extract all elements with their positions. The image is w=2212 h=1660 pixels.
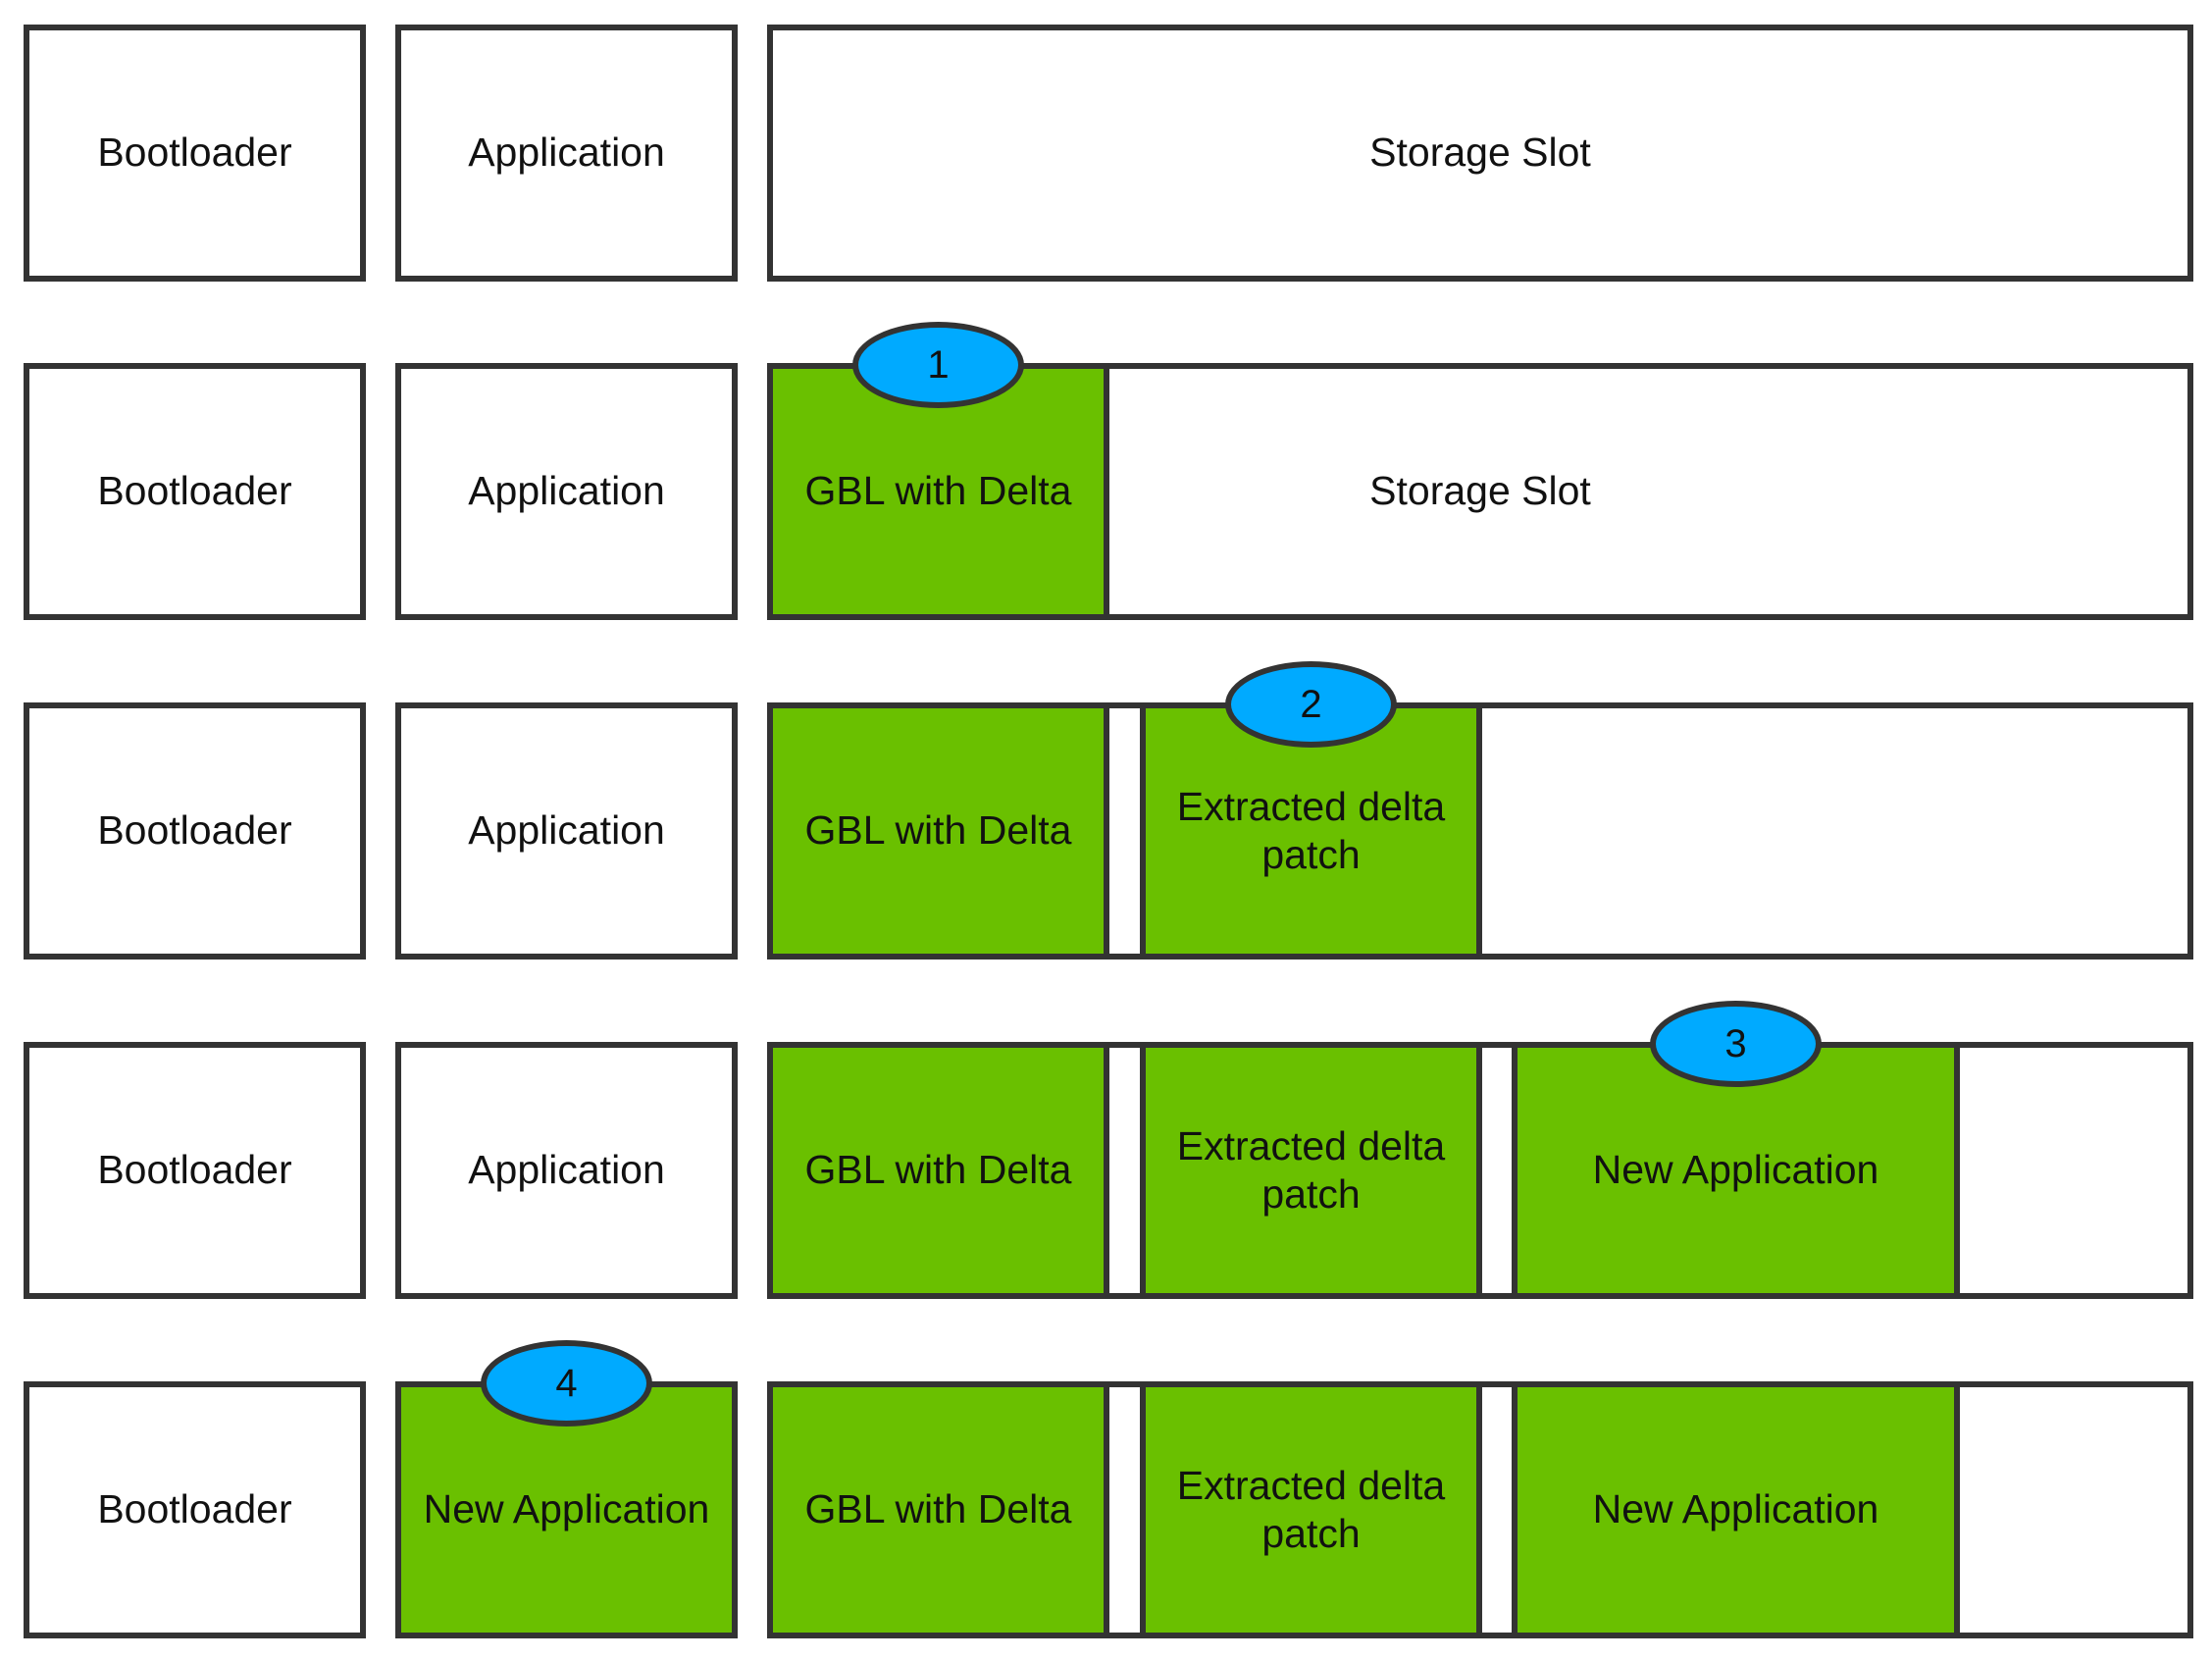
step-1-number: 1: [927, 342, 950, 387]
row4-extracted-delta-patch-block: Extracted delta patch: [1140, 1042, 1482, 1299]
row4-bootloader-block: Bootloader: [24, 1042, 366, 1299]
row5-gbl-with-delta-label: GBL with Delta: [804, 1486, 1072, 1532]
step-2-number: 2: [1300, 682, 1322, 726]
row5-bootloader-label: Bootloader: [97, 1486, 292, 1532]
row1-bootloader-block: Bootloader: [24, 25, 366, 282]
row5-new-application-label: New Application: [423, 1486, 710, 1532]
row2-application-label: Application: [468, 468, 665, 514]
row2-bootloader-label: Bootloader: [97, 468, 292, 514]
row1-bootloader-label: Bootloader: [97, 130, 292, 176]
row3-application-label: Application: [468, 807, 665, 854]
row4-application-block: Application: [395, 1042, 738, 1299]
row1-storage-slot-block: Storage Slot: [767, 25, 2193, 282]
row2-bootloader-block: Bootloader: [24, 363, 366, 620]
row3-gbl-with-delta-label: GBL with Delta: [804, 807, 1072, 854]
row3-bootloader-block: Bootloader: [24, 702, 366, 960]
row4-gbl-with-delta-label: GBL with Delta: [804, 1147, 1072, 1193]
row2-storage-slot-label: Storage Slot: [1369, 468, 1591, 514]
row3-bootloader-label: Bootloader: [97, 807, 292, 854]
row5-extracted-delta-patch-label: Extracted delta patch: [1176, 1462, 1446, 1556]
step-4-badge: 4: [481, 1340, 652, 1427]
row4-bootloader-label: Bootloader: [97, 1147, 292, 1193]
row5-new-application-slot-label: New Application: [1592, 1486, 1879, 1532]
row5-bootloader-block: Bootloader: [24, 1381, 366, 1638]
step-2-badge: 2: [1225, 661, 1397, 748]
row4-new-application-label: New Application: [1592, 1147, 1879, 1193]
row1-application-label: Application: [468, 130, 665, 176]
row1-storage-slot-label: Storage Slot: [1369, 130, 1591, 176]
row2-application-block: Application: [395, 363, 738, 620]
row3-application-block: Application: [395, 702, 738, 960]
row3-gbl-with-delta-block: GBL with Delta: [767, 702, 1109, 960]
row5-gbl-with-delta-block: GBL with Delta: [767, 1381, 1109, 1638]
step-3-number: 3: [1724, 1021, 1747, 1065]
row4-extracted-delta-patch-label: Extracted delta patch: [1176, 1122, 1446, 1217]
row4-gbl-with-delta-block: GBL with Delta: [767, 1042, 1109, 1299]
step-3-badge: 3: [1650, 1001, 1822, 1087]
row2-gbl-with-delta-label: GBL with Delta: [804, 468, 1072, 514]
row5-extracted-delta-patch-block: Extracted delta patch: [1140, 1381, 1482, 1638]
row3-extracted-delta-patch-label: Extracted delta patch: [1176, 783, 1446, 877]
row4-application-label: Application: [468, 1147, 665, 1193]
step-4-number: 4: [555, 1361, 578, 1405]
row1-application-block: Application: [395, 25, 738, 282]
step-1-badge: 1: [852, 322, 1024, 408]
row5-new-application-slot-block: New Application: [1512, 1381, 1960, 1638]
